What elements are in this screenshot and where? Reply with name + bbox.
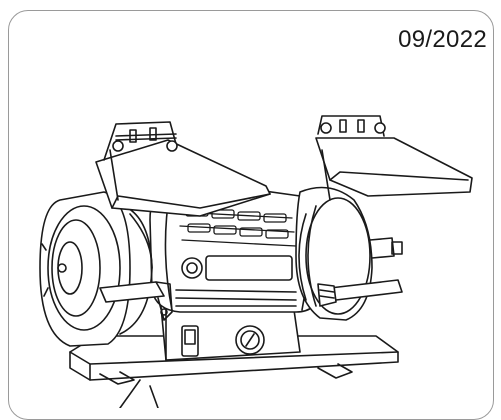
lock-knob <box>181 257 203 279</box>
left-tool-rest <box>99 281 173 321</box>
left-eye-shield <box>95 121 271 217</box>
speed-dial <box>235 325 265 355</box>
label-plate <box>205 255 293 281</box>
right-eye-shield <box>315 115 473 201</box>
left-wheel-guard <box>39 191 153 347</box>
power-switch <box>181 325 199 357</box>
right-wheel-guard <box>295 186 403 321</box>
bench-grinder-drawing <box>39 115 473 408</box>
right-tool-rest <box>317 279 403 307</box>
date-code: 09/2022 <box>398 26 487 53</box>
base-plate <box>69 335 399 408</box>
